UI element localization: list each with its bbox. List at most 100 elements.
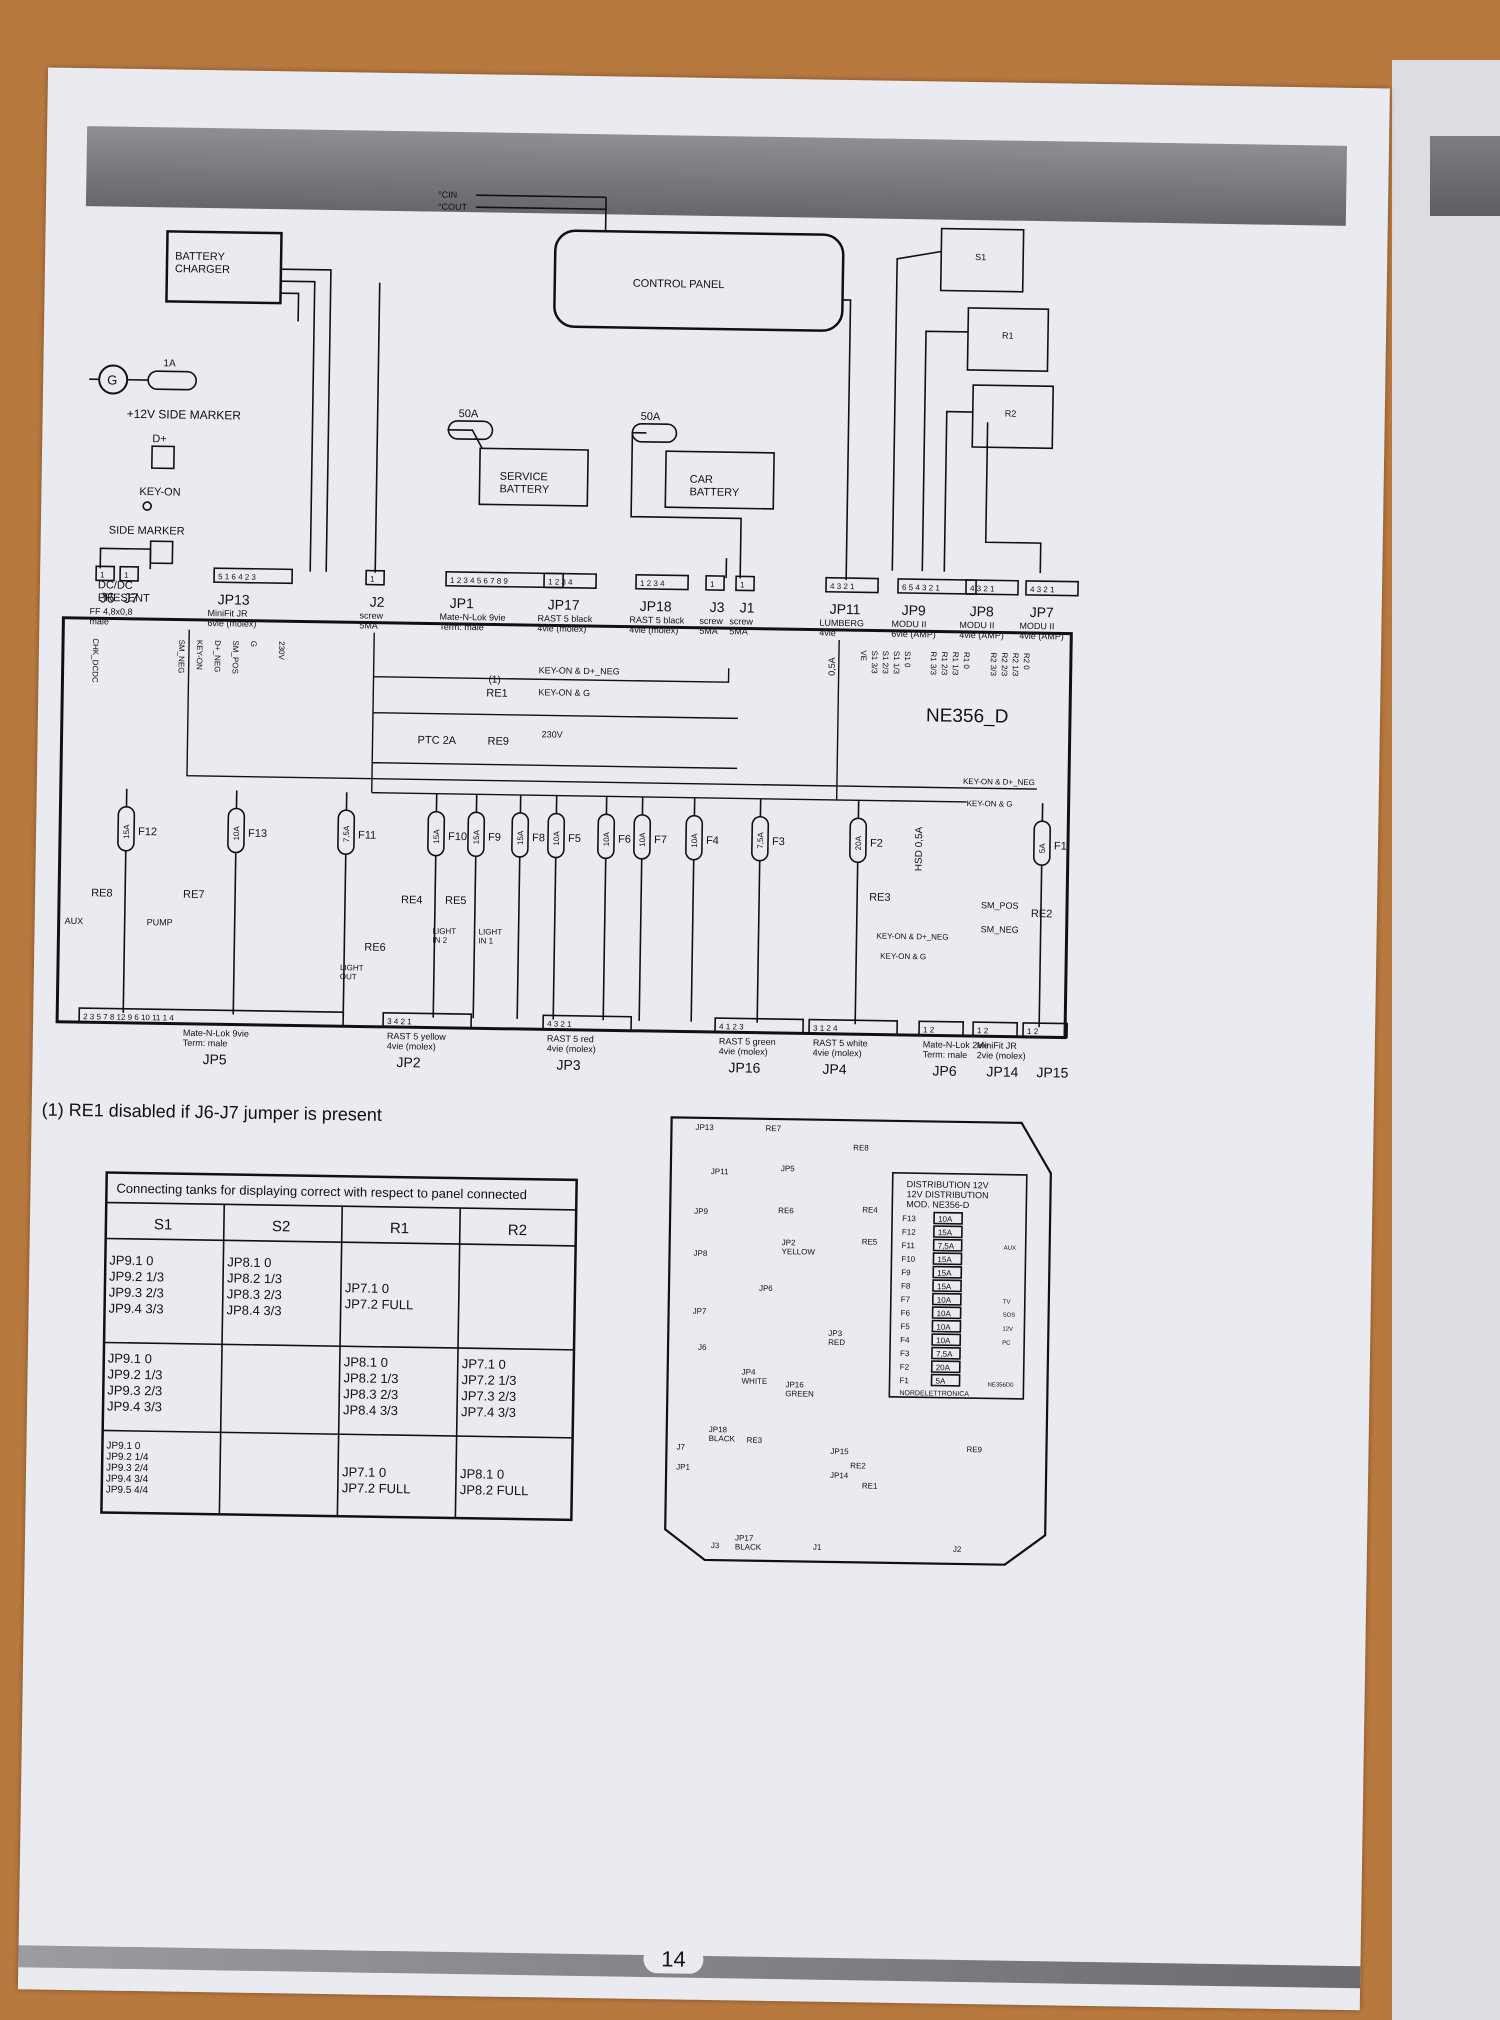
- board-signal-label: G: [249, 641, 258, 647]
- dist-fuse-rating: 5A: [935, 1377, 946, 1386]
- relay-label: RE8: [91, 887, 113, 899]
- generator-label: G: [107, 372, 117, 387]
- layout-label: J3: [711, 1541, 720, 1550]
- pin-numbers: 1 2: [1027, 1027, 1039, 1036]
- d-plus-label: D+: [152, 433, 167, 445]
- layout-label: RE3: [747, 1436, 763, 1445]
- fuse-rating: 10A: [690, 833, 699, 848]
- connector-description: MODU II4vie (AMP): [959, 620, 1004, 641]
- manual-page: BATTERYCHARGER CONTROL PANEL °CIN °COUT …: [18, 67, 1390, 2010]
- side-marker-12v-label: +12V SIDE MARKER: [127, 407, 242, 423]
- pin-numbers: 2 3 5 7 8 12 9 6 10 11 1 4: [83, 1012, 174, 1022]
- layout-label: J2: [953, 1545, 962, 1554]
- fuse-rating: 10A: [602, 831, 611, 846]
- layout-label: J7: [676, 1443, 685, 1452]
- layout-label: JP9: [694, 1207, 708, 1216]
- pin-numbers: 1: [370, 575, 375, 584]
- service-battery-label: SERVICEBATTERY: [499, 471, 550, 496]
- label-light-in2: LIGHTIN 2: [432, 927, 456, 945]
- connector-id: JP13: [218, 591, 250, 608]
- board-signal-label: S1 2/3: [881, 651, 890, 675]
- board-signal-label: R1 0: [962, 652, 971, 670]
- dist-fuse-rating: 15A: [937, 1255, 952, 1264]
- dist-icon-label: AUX: [1004, 1246, 1016, 1252]
- dist-fuse-rating: 7,5A: [938, 1242, 955, 1251]
- connector-description: MiniFit JR2vie (molex): [977, 1040, 1026, 1061]
- temp-in-label: °CIN: [438, 190, 457, 200]
- dist-fuse-rating: 15A: [937, 1282, 952, 1291]
- layout-label: JP17BLACK: [735, 1533, 762, 1551]
- layout-label: JP5: [781, 1164, 795, 1173]
- connector-id: JP4: [822, 1061, 847, 1077]
- connector-id: JP3: [556, 1057, 581, 1073]
- fuse-rating: 15A: [516, 830, 525, 845]
- layout-label: RE9: [966, 1445, 982, 1454]
- fuse-id: F2: [870, 837, 883, 849]
- re1-footnote-ref: (1): [488, 674, 500, 685]
- connector-id: JP16: [728, 1059, 760, 1076]
- pin-numbers: 3 4 2 1: [387, 1017, 412, 1026]
- fuse-id: F11: [358, 829, 376, 841]
- layout-label: JP8: [693, 1249, 707, 1258]
- dist-fuse-rating: 10A: [937, 1309, 952, 1318]
- connector-id: JP14: [986, 1063, 1018, 1080]
- board-signal-label: R1 2/3: [940, 652, 949, 676]
- connector-description: MODU II4vie (AMP): [1019, 621, 1064, 642]
- tanks-table-cell: JP9.1 0JP9.2 1/3JP9.3 2/3JP9.4 3/3: [107, 1351, 163, 1415]
- pin-numbers: 1: [124, 571, 129, 580]
- fuse-rating: 7,5A: [342, 825, 351, 842]
- layout-label: RE6: [778, 1206, 794, 1215]
- pin-numbers: 4 1 2 3: [719, 1022, 744, 1031]
- tanks-table-cell: JP7.1 0JP7.2 FULL: [342, 1464, 411, 1496]
- dist-fuse-id: F9: [901, 1268, 911, 1277]
- dist-fuse-id: F6: [901, 1309, 911, 1318]
- connector-description: screw5MA: [359, 610, 383, 630]
- maker-label: NORDELETTRONICA: [899, 1390, 969, 1398]
- pin-numbers: 1 2 3 4: [640, 579, 665, 588]
- fuse-id: F12: [138, 826, 157, 838]
- layout-label: RE2: [850, 1461, 866, 1470]
- layout-label: JP18BLACK: [709, 1425, 736, 1443]
- board-signal-label: CHK_DCDC: [90, 638, 100, 683]
- board-code-label: NE356D0: [987, 1382, 1014, 1388]
- distribution-title-text: DISTRIBUTION 12V12V DISTRIBUTIONMOD. NE3…: [906, 1179, 988, 1210]
- layout-label: RE1: [862, 1481, 878, 1490]
- connector-description: RAST 5 black4vie (molex): [629, 615, 685, 636]
- tanks-table-cell: JP8.1 0JP8.2 FULL: [460, 1466, 529, 1498]
- connector-description: RAST 5 black4vie (molex): [537, 613, 593, 634]
- tanks-table-header: R2: [508, 1222, 527, 1239]
- connector-description: LUMBERG4vie: [819, 618, 864, 639]
- connector-id: JP9: [902, 602, 927, 618]
- fuse-id: F1: [1054, 840, 1067, 852]
- dist-fuse-id: F12: [902, 1228, 916, 1237]
- connector-id: J6: [100, 589, 115, 605]
- dist-fuse-rating: 10A: [938, 1215, 953, 1224]
- layout-label: JP11: [711, 1167, 729, 1176]
- dist-icon-label: SOS: [1003, 1313, 1016, 1319]
- connector-id: JP5: [202, 1051, 227, 1067]
- connector-description: MODU II6vie (AMP): [891, 619, 936, 640]
- pin-numbers: 3 1 2 4: [813, 1024, 838, 1033]
- top-wiring: [100, 266, 851, 580]
- pin-numbers: 4 3 2 1: [970, 584, 995, 593]
- re9-label: RE9: [487, 735, 509, 747]
- connector-id: JP7: [1030, 604, 1055, 620]
- fuse-rating: 15A: [432, 829, 441, 844]
- layout-label: JP6: [759, 1284, 773, 1293]
- board-signal-label: 230V: [277, 641, 286, 660]
- connector-description: FF 4,8x0,8male: [89, 606, 132, 627]
- dist-fuse-id: F2: [900, 1362, 910, 1371]
- pin-numbers: 6 5 4 3 2 1: [902, 583, 940, 593]
- fuse-id: F10: [448, 831, 467, 843]
- pin-numbers: 1 2: [923, 1025, 935, 1034]
- dist-icon-label: 12V: [1002, 1327, 1013, 1333]
- fuse-rating: 7,5A: [756, 832, 765, 849]
- battery-charger-label: BATTERYCHARGER: [175, 250, 230, 276]
- adjacent-page: [1392, 60, 1500, 2020]
